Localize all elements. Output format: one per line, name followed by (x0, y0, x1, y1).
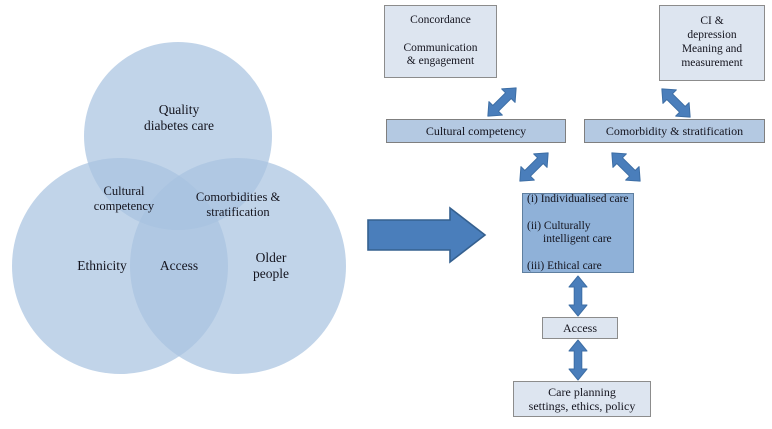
flow-box-comorbidity-stratification[interactable]: Comorbidity & stratification (584, 119, 765, 143)
venn-diagram: Quality diabetes care Cultural competenc… (0, 0, 360, 424)
flow-box-access[interactable]: Access (542, 317, 618, 339)
venn-circle-older-people (130, 158, 346, 374)
flow-box-ci-depression[interactable]: CI & depression Meaning and measurement (659, 5, 765, 81)
flow-box-cultural-competency[interactable]: Cultural competency (386, 119, 566, 143)
venn-circles-svg (12, 42, 346, 374)
connector-cultural-competency-to-concordance (487, 87, 517, 117)
core-care-principle-item: (ii) Culturally intelligent care (527, 219, 612, 245)
big-right-arrow (367, 206, 487, 264)
flow-box-concordance[interactable]: Concordance Communication & engagement (384, 5, 497, 78)
core-care-principle-item: (i) Individualised care (527, 193, 629, 206)
connector-comorbidity-to-ci-depression (661, 88, 691, 118)
core-care-principles-list: (i) Individualised care (ii) Culturally … (523, 180, 633, 287)
core-care-principle-item: (iii) Ethical care (527, 259, 602, 272)
flow-box-core-care-principles[interactable]: (i) Individualised care (ii) Culturally … (522, 193, 634, 273)
flow-box-care-planning[interactable]: Care planning settings, ethics, policy (513, 381, 651, 417)
big-right-arrow-shape (367, 206, 487, 264)
connector-access-to-care-planning (568, 339, 588, 381)
